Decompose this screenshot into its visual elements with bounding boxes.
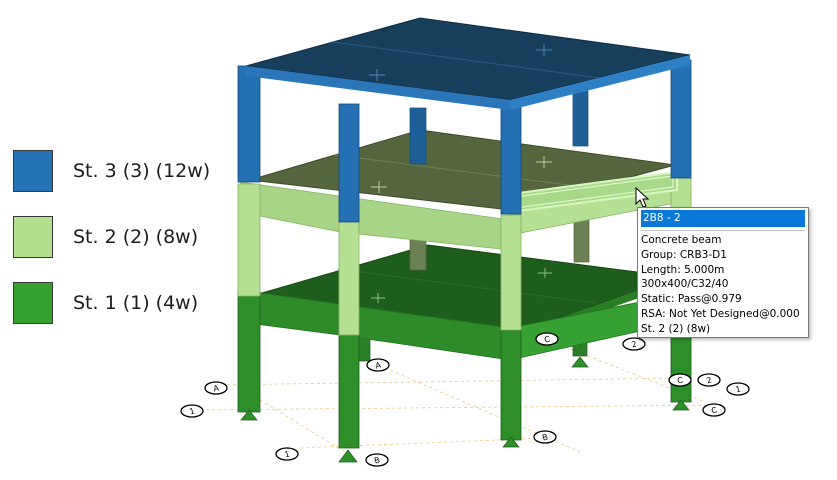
- grid-bubble-5: B: [533, 430, 557, 444]
- storey-1-frame[interactable]: [237, 244, 692, 449]
- arrow-cursor-icon: [635, 186, 650, 208]
- legend-label-storey-2: St. 2 (2) (8w): [73, 226, 199, 248]
- tooltip-line-storey: St. 2 (2) (8w): [641, 322, 711, 335]
- grid-bubble-6: C: [535, 332, 559, 346]
- storey-3-swatch: [13, 150, 53, 192]
- grid-bubble-11: C: [668, 373, 692, 387]
- grid-bubble-3: 1: [275, 447, 299, 461]
- grid-bubble-label: B: [373, 455, 381, 465]
- supports: [240, 356, 690, 463]
- grid-bubble-label: C: [676, 375, 684, 385]
- grid-bubble-label: 2: [706, 375, 713, 385]
- tooltip-line-length: Length: 5.000m: [641, 263, 725, 276]
- grid-bubble-label: C: [543, 334, 551, 344]
- grid-bubble-label: C: [710, 405, 718, 415]
- grid-bubble-label: 1: [284, 449, 291, 459]
- legend-item-storey-1[interactable]: St. 1 (1) (4w): [13, 282, 198, 324]
- grid-bubble-2: A: [366, 358, 390, 372]
- legend-label-storey-3: St. 3 (3) (12w): [73, 160, 211, 182]
- grid-bubble-label: 1: [189, 406, 196, 416]
- grid-bubble-0: A: [204, 381, 228, 395]
- storey-1-swatch: [13, 282, 53, 324]
- legend-item-storey-2[interactable]: St. 2 (2) (8w): [13, 216, 198, 258]
- tooltip-line-type: Concrete beam: [641, 234, 722, 246]
- legend-label-storey-1: St. 1 (1) (4w): [73, 292, 199, 314]
- grid-bubble-8: C: [702, 403, 726, 417]
- element-tooltip: 2B8 - 2 Concrete beam Group: CRB3-D1 Len…: [637, 207, 809, 338]
- ground-grid: [199, 344, 721, 456]
- grid-bubble-9: 2: [697, 373, 721, 387]
- grid-bubble-label: B: [541, 432, 549, 442]
- tooltip-line-static: Static: Pass@0.979: [641, 293, 742, 306]
- tooltip-title: 2B8 - 2: [641, 210, 805, 227]
- tooltip-line-rsa: RSA: Not Yet Designed@0.000: [641, 307, 800, 320]
- storey-2-swatch: [13, 216, 53, 258]
- grid-bubble-label: 1: [735, 384, 742, 394]
- tooltip-line-section: 300x400/C32/40: [641, 278, 729, 291]
- tooltip-separator: [641, 230, 805, 231]
- storey-3-frame[interactable]: [237, 17, 692, 223]
- grid-bubble-4: 2: [622, 337, 646, 351]
- grid-bubble-label: A: [374, 360, 382, 370]
- grid-bubble-label: 2: [631, 339, 638, 349]
- grid-bubble-1: 1: [180, 404, 204, 418]
- grid-bubble-7: B: [365, 453, 389, 467]
- legend-item-storey-3[interactable]: St. 3 (3) (12w): [13, 150, 210, 192]
- tooltip-line-group: Group: CRB3-D1: [641, 248, 727, 261]
- grid-bubble-10: 1: [726, 382, 750, 396]
- grid-bubble-label: A: [212, 383, 220, 393]
